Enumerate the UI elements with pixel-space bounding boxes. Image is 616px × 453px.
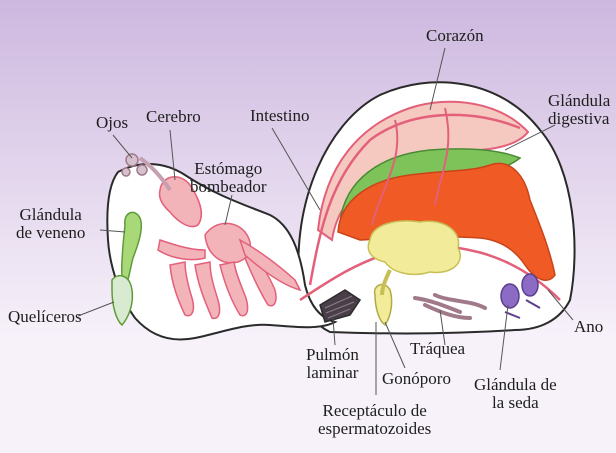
- label-estomago-line1: Estómago: [190, 160, 266, 178]
- label-corazon: Corazón: [426, 27, 484, 45]
- label-pulmon-line2: laminar: [306, 364, 359, 382]
- label-glandula-digestiva-line1: Glándula: [548, 92, 610, 110]
- label-glandula-veneno: Glándula de veneno: [16, 206, 85, 242]
- label-estomago-line2: bombeador: [190, 178, 266, 196]
- label-gonoporo: Gonóporo: [382, 370, 451, 388]
- label-glandula-seda: Glándula de la seda: [474, 376, 557, 412]
- label-glandula-digestiva: Glándula digestiva: [548, 92, 610, 128]
- label-cerebro: Cerebro: [146, 108, 201, 126]
- label-receptaculo-line2: espermatozoides: [318, 420, 431, 438]
- label-receptaculo-line1: Receptáculo de: [318, 402, 431, 420]
- label-glandula-seda-line2: la seda: [474, 394, 557, 412]
- label-traquea: Tráquea: [410, 340, 465, 358]
- label-glandula-digestiva-line2: digestiva: [548, 110, 610, 128]
- label-glandula-veneno-line2: de veneno: [16, 224, 85, 242]
- label-glandula-seda-line1: Glándula de: [474, 376, 557, 394]
- label-intestino: Intestino: [250, 107, 310, 125]
- label-ojos: Ojos: [96, 114, 128, 132]
- label-pulmon-laminar: Pulmón laminar: [306, 346, 359, 382]
- label-glandula-veneno-line1: Glándula: [16, 206, 85, 224]
- label-pulmon-line1: Pulmón: [306, 346, 359, 364]
- label-estomago-bombeador: Estómago bombeador: [190, 160, 266, 196]
- label-queliceros: Quelíceros: [8, 308, 82, 326]
- label-ano: Ano: [574, 318, 603, 336]
- label-receptaculo: Receptáculo de espermatozoides: [318, 402, 431, 438]
